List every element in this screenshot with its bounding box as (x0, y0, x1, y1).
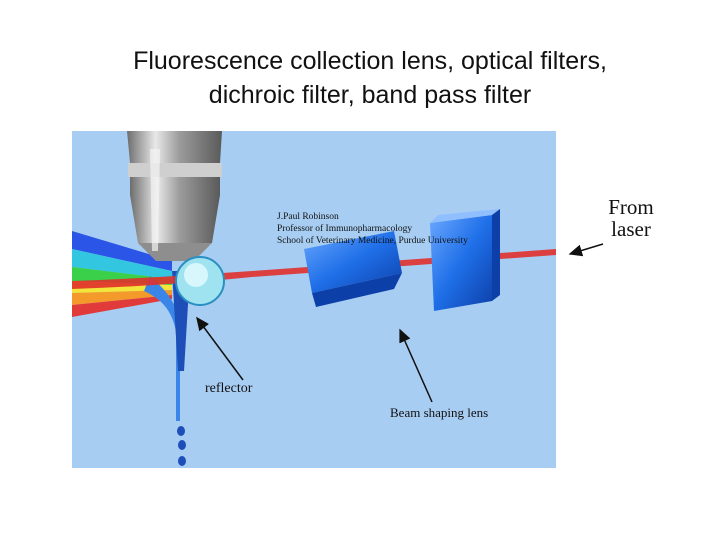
optics-illustration: J.Paul Robinson Professor of Immunopharm… (72, 131, 556, 468)
laser-source-label: From laser (600, 196, 662, 240)
credit-affiliation: School of Veterinary Medicine, Purdue Un… (277, 236, 468, 246)
credit-name: J.Paul Robinson (277, 212, 339, 222)
slide-title: Fluorescence collection lens, optical fi… (60, 44, 680, 112)
objective-lens (127, 131, 222, 261)
title-line-1: Fluorescence collection lens, optical fi… (133, 47, 607, 75)
reflector-label: reflector (205, 381, 253, 396)
beam-shaping-lens (304, 209, 500, 311)
credit-title: Professor of Immunopharmacology (277, 224, 413, 234)
laser-label-line-2: laser (611, 217, 651, 241)
beam-shaping-lens-label: Beam shaping lens (390, 405, 489, 420)
laser-label-line-1: From (608, 195, 654, 219)
optics-drawing (72, 131, 556, 466)
author-credit: J.Paul Robinson Professor of Immunopharm… (277, 211, 468, 247)
laser-arrow (568, 243, 604, 257)
title-line-2: dichroic filter, band pass filter (208, 81, 532, 109)
reflector-sphere (175, 256, 225, 306)
